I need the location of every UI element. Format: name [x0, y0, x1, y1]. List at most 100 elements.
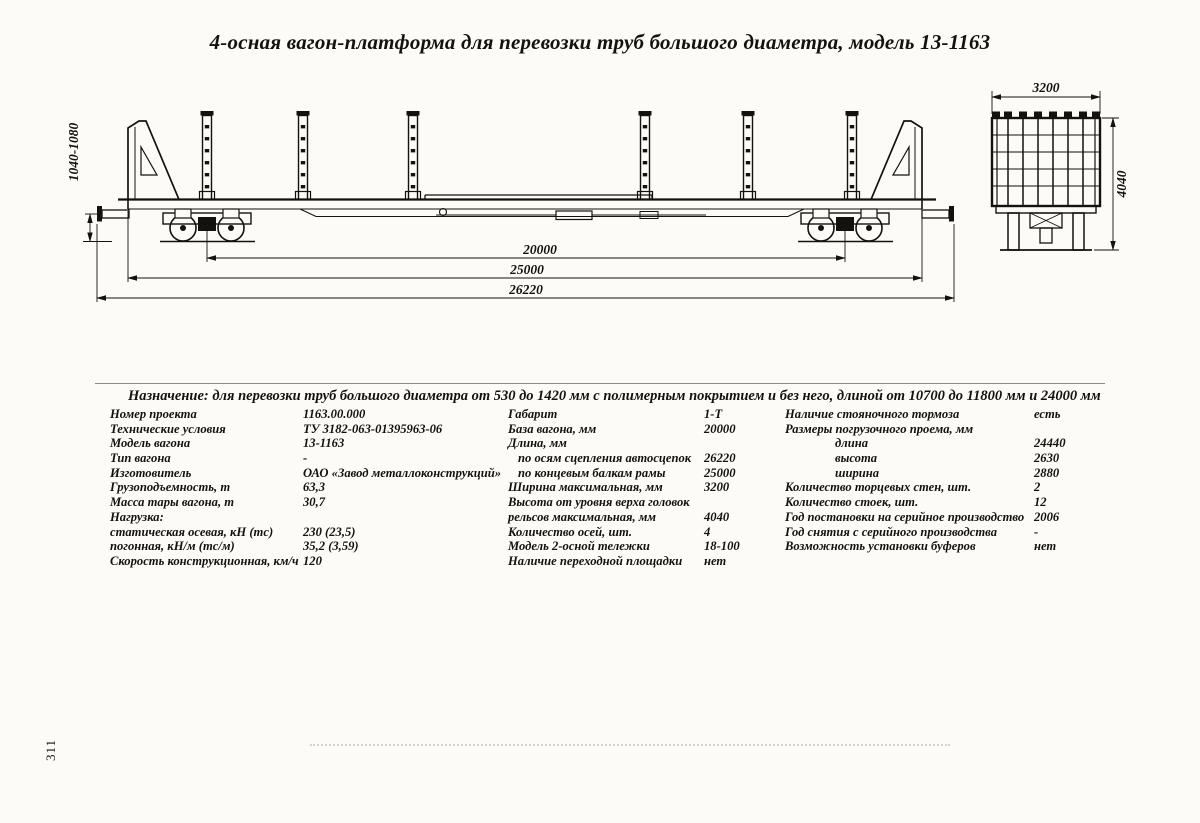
spec-row: высота 2630 — [785, 451, 1065, 466]
spec-row: по осям сцепления автосцепок 26220 — [508, 451, 740, 466]
spec-row: Технические условия ТУ 3182-063-01395963… — [110, 422, 501, 437]
dim-frame-length: 25000 — [509, 262, 544, 277]
side-view-dimensions: 20000 25000 26220 1040-1080 — [66, 123, 955, 302]
spec-row: статическая осевая, кН (тс) 230 (23,5) — [110, 525, 501, 540]
spec-value: 63,3 — [303, 480, 326, 495]
coupler-right — [921, 206, 954, 222]
stake — [198, 110, 216, 201]
end-view-dimensions: 3200 4040 — [991, 80, 1129, 251]
spec-label: Технические условия — [110, 421, 226, 436]
spec-row: Высота от уровня верха головок — [508, 495, 740, 510]
spec-value: ТУ 3182-063-01395963-06 — [303, 421, 443, 436]
spec-label: Год снятия с серийного производства — [785, 524, 998, 539]
spec-value: 24440 — [1034, 436, 1066, 451]
spec-label: Номер проекта — [110, 407, 197, 421]
spec-label: Изготовитель — [110, 465, 192, 480]
spec-label: Масса тары вагона, т — [110, 495, 235, 510]
spec-label: Нагрузка: — [110, 509, 164, 524]
scan-artifact — [310, 744, 950, 746]
spec-label: длина — [835, 436, 869, 451]
specs-column-1: Номер проекта 1163.00.000 Технические ус… — [110, 407, 501, 569]
spec-value: 26220 — [704, 451, 736, 466]
stake — [404, 110, 422, 201]
spec-label: Модель вагона — [110, 436, 191, 451]
spec-row: Ширина максимальная, мм 3200 — [508, 480, 740, 495]
side-view — [97, 110, 954, 243]
spec-value: 4040 — [704, 509, 730, 524]
dim-coupler-height: 1040-1080 — [66, 123, 81, 182]
wheel — [1072, 212, 1085, 251]
divider-line — [95, 383, 1105, 384]
spec-row: погонная, кН/м (тс/м) 35,2 (3,59) — [110, 539, 501, 554]
stake — [843, 110, 861, 201]
spec-label: База вагона, мм — [508, 421, 597, 436]
spec-label: Год постановки на серийное производство — [785, 509, 1025, 524]
spec-label: высота — [835, 451, 878, 466]
spec-value: 2 — [1034, 480, 1041, 495]
spec-label: рельсов максимальная, мм — [508, 509, 657, 524]
spec-row: длина 24440 — [785, 436, 1065, 451]
spec-row: Скорость конструкционная, км/ч 120 — [110, 554, 501, 569]
spec-row: Модель 2-осной тележки 18-100 — [508, 539, 740, 554]
spec-label: Скорость конструкционная, км/ч — [110, 553, 299, 568]
wheel — [1007, 212, 1020, 251]
spec-row: Размеры погрузочного проема, мм — [785, 422, 1065, 437]
spec-label: статическая осевая, кН (тс) — [110, 524, 274, 539]
spec-row: Год снятия с серийного производства - — [785, 525, 1065, 540]
end-view — [990, 111, 1102, 251]
end-wall-left — [127, 120, 181, 201]
spec-row: Грузоподъемность, т 63,3 — [110, 480, 501, 495]
spec-row: Нагрузка: — [110, 510, 501, 525]
spec-row: рельсов максимальная, мм 4040 — [508, 510, 740, 525]
spec-label: по концевым балкам рамы — [518, 465, 666, 480]
spec-value: есть — [1034, 407, 1061, 421]
end-wall-right — [869, 120, 923, 201]
spec-value: 1-Т — [704, 407, 723, 421]
spec-row: Габарит 1-Т — [508, 407, 740, 422]
spec-label: Количество торцевых стен, шт. — [785, 480, 972, 495]
spec-value: - — [1034, 524, 1039, 539]
spec-value: ОАО «Завод металлоконструкций» — [303, 465, 501, 480]
spec-label: Высота от уровня верха головок — [508, 495, 690, 510]
spec-label: Ширина максимальная, мм — [508, 480, 663, 495]
spec-value: 13-1163 — [303, 436, 345, 451]
spec-label: Возможность установки буферов — [785, 539, 976, 554]
spec-value: 4 — [704, 524, 711, 539]
spec-row: База вагона, мм 20000 — [508, 422, 740, 437]
spec-value: - — [303, 451, 308, 466]
spec-value: 18-100 — [704, 539, 740, 554]
page-number: 311 — [43, 738, 59, 762]
coupler-left — [97, 206, 130, 222]
page-title: 4-осная вагон-платформа для перевозки тр… — [209, 30, 991, 54]
spec-value: 230 (23,5) — [303, 524, 356, 539]
spec-row: Количество осей, шт. 4 — [508, 525, 740, 540]
spec-row: Изготовитель ОАО «Завод металлоконструкц… — [110, 466, 501, 481]
spec-value: нет — [1034, 539, 1057, 554]
specs-column-3: Наличие стояночного тормоза есть Размеры… — [785, 407, 1065, 554]
brake-cylinder — [555, 210, 593, 221]
spec-value: 30,7 — [303, 495, 326, 510]
spec-value: 2630 — [1034, 451, 1060, 466]
spec-value: 2880 — [1034, 465, 1060, 480]
spec-label: Габарит — [508, 407, 558, 421]
spec-label: по осям сцепления автосцепок — [518, 451, 692, 466]
dim-body-width: 3200 — [1032, 80, 1060, 95]
stake — [739, 110, 757, 201]
spec-label: Размеры погрузочного проема, мм — [785, 421, 974, 436]
purpose-text: Назначение: для перевозки труб большого … — [128, 388, 1101, 404]
spec-value: нет — [704, 553, 727, 568]
spec-row: Тип вагона - — [110, 451, 501, 466]
spec-label: Тип вагона — [110, 451, 171, 466]
coupler-end-view — [1039, 227, 1053, 244]
spec-label: погонная, кН/м (тс/м) — [110, 539, 235, 554]
spec-label: Количество осей, шт. — [508, 524, 633, 539]
spec-value: 1163.00.000 — [303, 407, 366, 421]
spec-row: Номер проекта 1163.00.000 — [110, 407, 501, 422]
spec-value: 120 — [303, 553, 322, 568]
specs-column-2: Габарит 1-Т База вагона, мм 20000 Длина,… — [508, 407, 740, 569]
spec-value: 12 — [1034, 495, 1047, 510]
dim-body-height: 4040 — [1114, 170, 1129, 198]
spec-label: Наличие стояночного тормоза — [785, 407, 960, 421]
spec-label: Наличие переходной площадки — [508, 553, 683, 568]
spec-label: Грузоподъемность, т — [110, 480, 231, 495]
